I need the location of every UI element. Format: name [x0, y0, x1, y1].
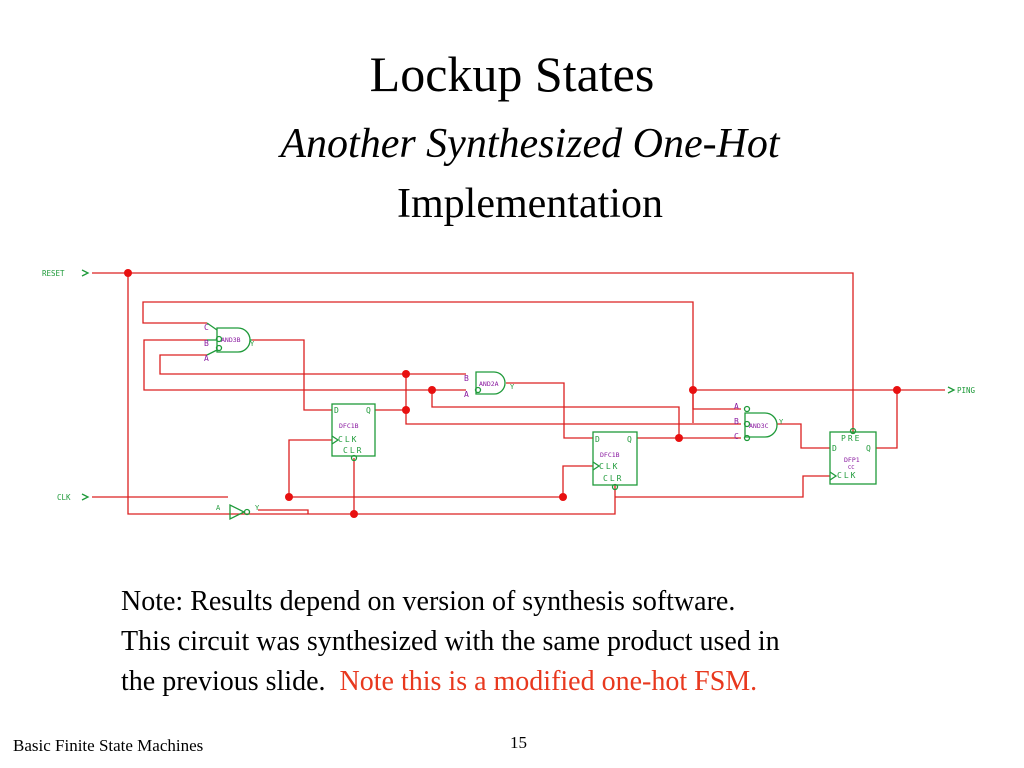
ff1-clr: CLR — [343, 446, 363, 455]
note-highlight: Note this is a modified one-hot FSM. — [339, 666, 758, 697]
inv-in: A — [216, 504, 221, 512]
ff1-name: DFC1B — [339, 422, 359, 430]
and3c-in-c: C — [734, 432, 739, 441]
wires — [92, 272, 945, 515]
ff3-name: DFP1 — [844, 456, 860, 464]
components — [81, 269, 956, 521]
slide-title: Lockup States — [369, 46, 655, 102]
and2a-in-a: A — [464, 390, 469, 399]
clk-port-label: CLK — [57, 493, 71, 502]
note-line-1: Note: Results depend on version of synth… — [121, 586, 736, 617]
ff1-q: Q — [366, 406, 371, 415]
and2a-out: Y — [510, 383, 515, 391]
circuit-schematic: RESET CLK PING C B A AND3B Y B A AND2A Y… — [42, 269, 976, 521]
ff3-sub: CC — [848, 465, 855, 471]
ff2-name: DFC1B — [600, 451, 620, 459]
reset-port-label: RESET — [42, 269, 65, 278]
and2a-in-b: B — [464, 374, 469, 383]
ff3-d: D — [832, 444, 837, 453]
and3b-out: Y — [250, 340, 255, 348]
slide-subtitle-line2: Implementation — [397, 181, 663, 227]
note-text: Note: Results depend on version of synth… — [121, 582, 951, 702]
ff2-q: Q — [627, 435, 632, 444]
and3b-label: AND3B — [221, 336, 241, 344]
inv-out: Y — [255, 504, 260, 512]
page-number: 15 — [510, 733, 527, 752]
ff1-d: D — [334, 406, 339, 415]
ff2-clr: CLR — [603, 474, 623, 483]
slide-subtitle: Another Synthesized One-Hot — [280, 121, 780, 167]
and3c-in-a: A — [734, 402, 739, 411]
and3b-in-a: A — [204, 354, 209, 363]
and3b-in-c: C — [204, 323, 209, 332]
and2a-label: AND2A — [479, 380, 499, 388]
and3c-in-b: B — [734, 417, 739, 426]
ff3-q: Q — [866, 444, 871, 453]
and3c-label: AND3C — [749, 422, 769, 430]
ff3-pre: PRE — [841, 434, 861, 443]
ff2-clk: CLK — [599, 462, 619, 471]
junction-dots — [124, 269, 901, 518]
note-line-2: This circuit was synthesized with the sa… — [121, 626, 780, 657]
ff3-clk: CLK — [837, 471, 857, 480]
and3c-out: Y — [779, 418, 784, 426]
ping-port-label: PING — [957, 386, 976, 395]
ff2-d: D — [595, 435, 600, 444]
footer-title: Basic Finite State Machines — [13, 736, 204, 755]
note-line-3: the previous slide. Note this is a modif… — [121, 662, 951, 702]
ff1-clk: CLK — [338, 435, 358, 444]
note-line-3-plain: the previous slide. — [121, 666, 326, 697]
and3b-in-b: B — [204, 339, 209, 348]
